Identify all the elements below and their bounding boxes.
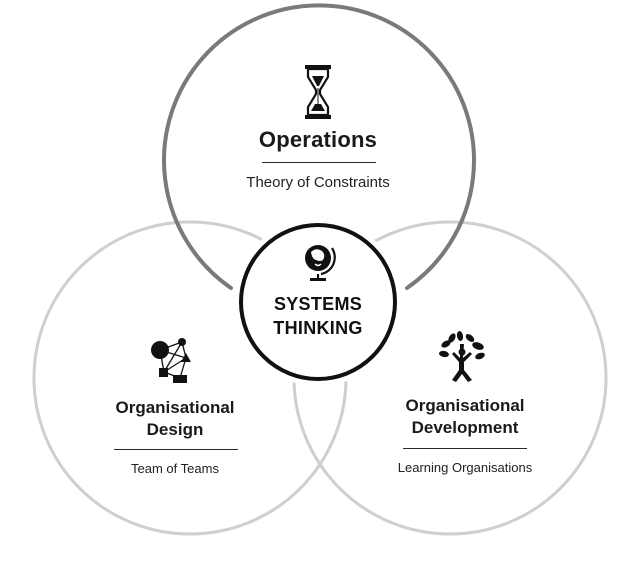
globe-icon <box>305 245 336 281</box>
development-subtitle: Learning Organisations <box>397 460 533 475</box>
development-title-line1: Organisational <box>405 396 525 415</box>
operations-divider <box>262 162 376 163</box>
development-divider <box>403 448 527 449</box>
design-divider <box>114 449 238 450</box>
top-ring <box>162 3 476 290</box>
center-title-line2: THINKING <box>273 318 363 338</box>
operations-title: Operations <box>258 127 378 152</box>
design-subtitle: Team of Teams <box>131 461 219 476</box>
development-title-line2: Development <box>411 418 519 437</box>
growing-person-icon <box>439 331 485 382</box>
hourglass-icon <box>305 65 331 119</box>
design-title-line1: Organisational <box>115 398 235 417</box>
center-title-line1: SYSTEMS <box>273 294 363 314</box>
network-shapes-icon <box>151 338 191 383</box>
center-ring <box>239 223 397 381</box>
operations-subtitle: Theory of Constraints <box>246 174 390 191</box>
design-title-line2: Design <box>146 420 204 439</box>
